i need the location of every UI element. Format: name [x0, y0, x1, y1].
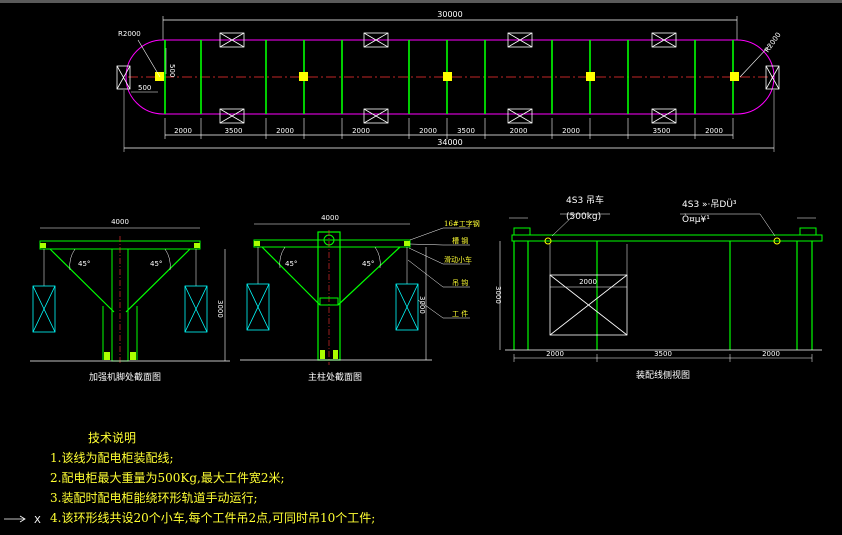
- notes-item-3: 3.装配时配电柜能绕环形轨道手动运行;: [50, 491, 258, 505]
- section-b-caption: 主柱处截面图: [308, 371, 362, 383]
- side-label-right: 4S3 »·吊DÜ³: [682, 199, 737, 210]
- section-a-caption: 加强机脚处截面图: [89, 371, 161, 383]
- ucs-x-label: X: [34, 515, 41, 526]
- seg-dim-label: 2000: [705, 127, 723, 135]
- notes-title: 技术说明: [88, 431, 137, 445]
- side-view: 2000 4S3 吊车 (500kg) 4S3 »·吊DÜ³ Ò¤µ¥¹ 300…: [494, 194, 823, 381]
- seg-dim-label: 2000: [510, 127, 528, 135]
- plan-view: 30000: [116, 10, 783, 152]
- side-inner-dim: 2000: [579, 278, 597, 286]
- section-a-angle-left: 45°: [78, 260, 90, 268]
- section-a-angle-right: 45°: [150, 260, 162, 268]
- section-b-height-dim: 3000: [418, 296, 426, 314]
- callout-i-beam: 16#工字钢: [444, 219, 480, 228]
- section-a-width-dim: 4000: [111, 218, 129, 226]
- section-b-width-dim: 4000: [321, 214, 339, 222]
- seg-dim-label: 3500: [653, 127, 671, 135]
- notes-item-2: 2.配电柜最大重量为500Kg,最大工件宽2米;: [50, 471, 285, 485]
- callout-hook: 吊 钩: [452, 278, 468, 287]
- section-b-angle-right: 45°: [362, 260, 374, 268]
- column-markers: [155, 72, 739, 81]
- seg-dim-label: 3500: [457, 127, 475, 135]
- callout-trolley: 滑动小车: [444, 255, 472, 264]
- dim-total-bottom: 34000: [437, 138, 462, 147]
- seg-dim-label: 2000: [419, 127, 437, 135]
- side-dim-2: 3500: [654, 350, 672, 358]
- side-label-hoist: 4S3 吊车: [566, 194, 604, 206]
- side-label-hoist-capacity: (500kg): [566, 212, 601, 222]
- radius-right-label: R2000: [763, 31, 783, 54]
- notes-item-4: 4.该环形线共设20个小车,每个工件吊2点,可同时吊10个工件;: [50, 511, 376, 525]
- section-a: 4000 45° 45° 3000 加强机脚处截面图: [30, 218, 230, 383]
- ucs-icon: X: [4, 515, 41, 526]
- dim-500-horizontal: 500: [138, 84, 151, 92]
- section-b: 4000 45° 45° 3000: [240, 214, 480, 383]
- dim-500-vertical: 500: [168, 64, 176, 77]
- side-dim-1: 2000: [546, 350, 564, 358]
- technical-notes: 技术说明 1.该线为配电柜装配线; 2.配电柜最大重量为500Kg,最大工件宽2…: [50, 428, 375, 528]
- side-dim-3: 2000: [762, 350, 780, 358]
- seg-dim-label: 2000: [174, 127, 192, 135]
- seg-dim-label: 2000: [562, 127, 580, 135]
- section-a-height-dim: 3000: [216, 300, 224, 318]
- callout-workpiece: 工 件: [452, 309, 468, 318]
- window-top-edge: [0, 0, 842, 3]
- seg-dim-label: 2000: [352, 127, 370, 135]
- section-b-angle-left: 45°: [285, 260, 297, 268]
- loop-track: [125, 39, 775, 115]
- seg-dim-label: 2000: [276, 127, 294, 135]
- side-caption: 装配线侧视图: [636, 369, 690, 381]
- radius-left-label: R2000: [118, 30, 141, 38]
- seg-dim-label: 3500: [225, 127, 243, 135]
- workpiece-boxes: [116, 32, 780, 124]
- callout-channel: 槽 钢: [452, 236, 468, 245]
- side-label-right-sub: Ò¤µ¥¹: [682, 213, 710, 225]
- dim-total-top: 30000: [437, 10, 462, 19]
- notes-item-1: 1.该线为配电柜装配线;: [50, 451, 174, 465]
- side-height-dim: 3000: [494, 286, 502, 304]
